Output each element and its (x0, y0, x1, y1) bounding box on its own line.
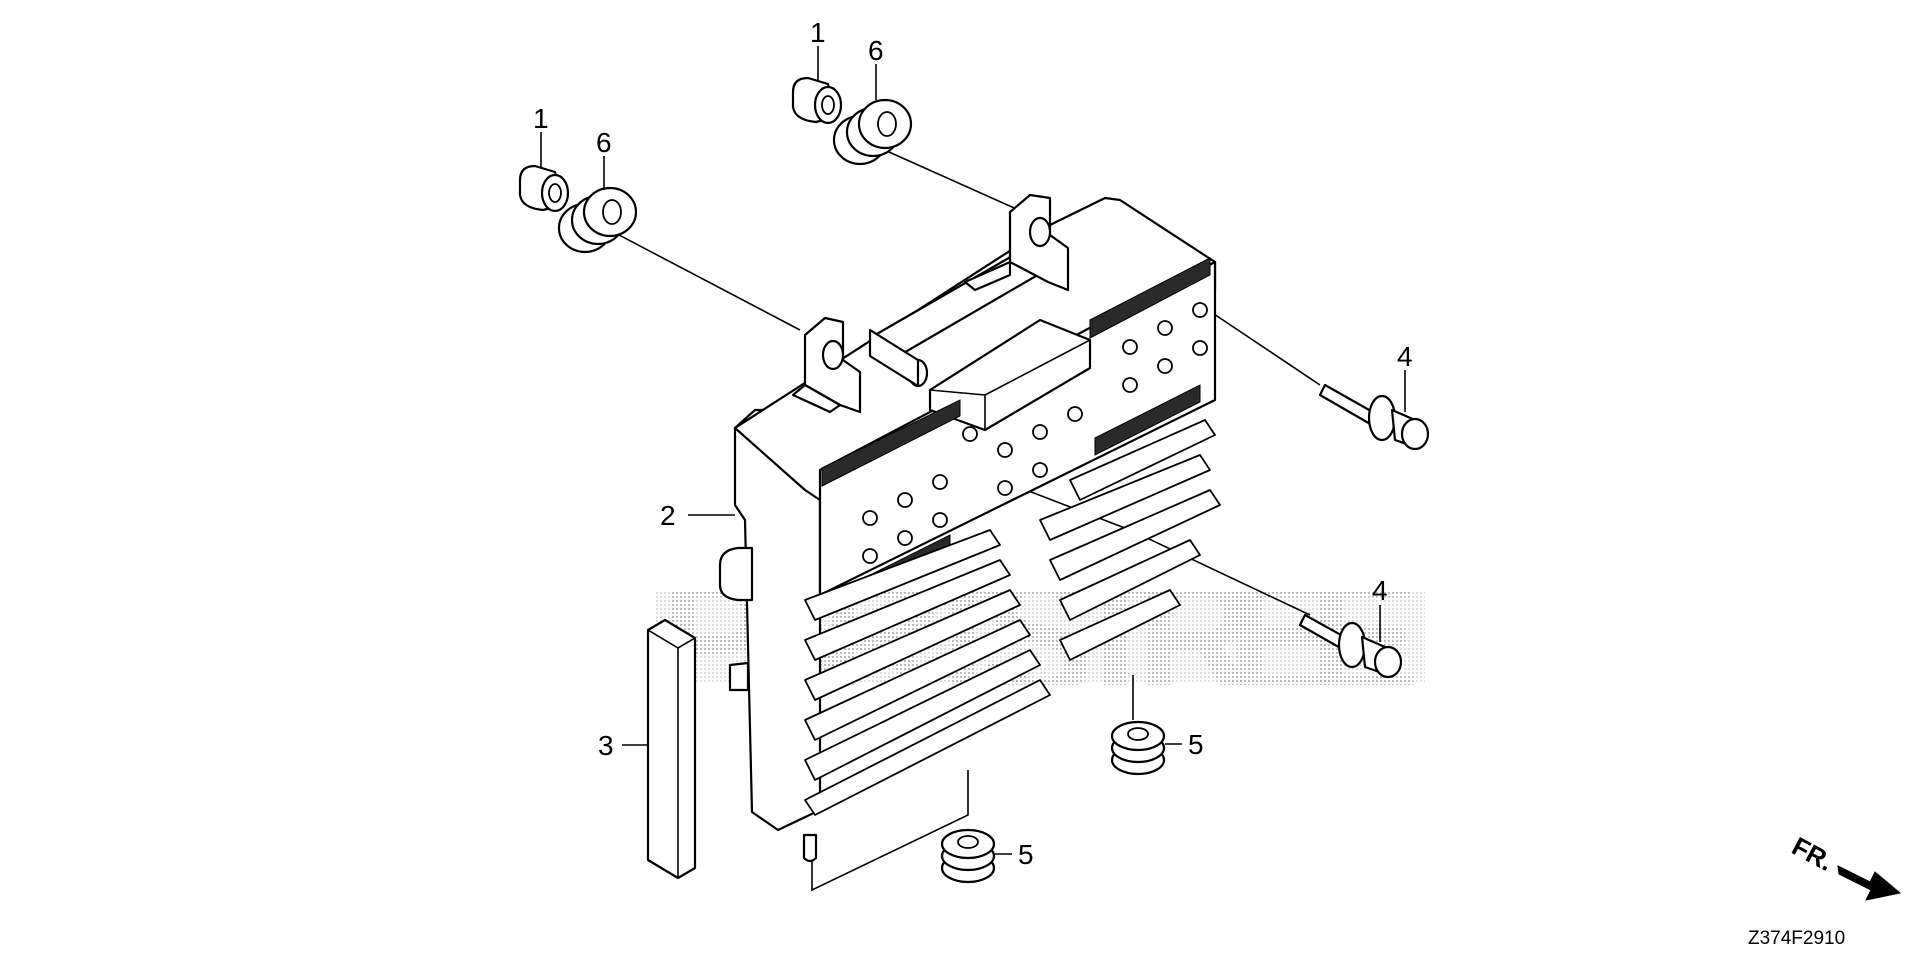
perforation-holes (862, 302, 1208, 564)
front-direction-indicator: FR. (1787, 831, 1902, 901)
diagram-code: Z374F2910 (1748, 928, 1845, 949)
callout-1-left: 1 (533, 103, 549, 134)
part-6-grommet-left (557, 186, 638, 254)
part-4-bolt-upper (1318, 383, 1430, 451)
direction-label: FR. (1787, 831, 1838, 877)
callout-3: 3 (598, 730, 614, 761)
main-unit-body (718, 193, 1221, 863)
cooling-fins (804, 419, 1221, 816)
part-4-bolt-lower (1298, 613, 1403, 679)
part-1-collar-right (791, 76, 843, 125)
part-1-collar-left (518, 164, 570, 213)
callout-5-left: 5 (1018, 839, 1034, 870)
part-6-grommet-right (832, 98, 913, 166)
callouts: 1 6 1 6 2 3 4 4 5 5 (533, 17, 1413, 870)
part-5-grommet-left (940, 828, 996, 884)
callout-5-right: 5 (1188, 729, 1204, 760)
callout-4-lower: 4 (1372, 575, 1388, 606)
direction-arrow-icon (1837, 865, 1902, 901)
callout-4-upper: 4 (1397, 341, 1413, 372)
part-5-grommet-right (1110, 720, 1166, 776)
callout-6-right: 6 (868, 35, 884, 66)
callout-2: 2 (660, 500, 676, 531)
callout-6-left: 6 (596, 127, 612, 158)
part-3-bar (646, 618, 697, 880)
callout-1-right: 1 (810, 17, 826, 48)
